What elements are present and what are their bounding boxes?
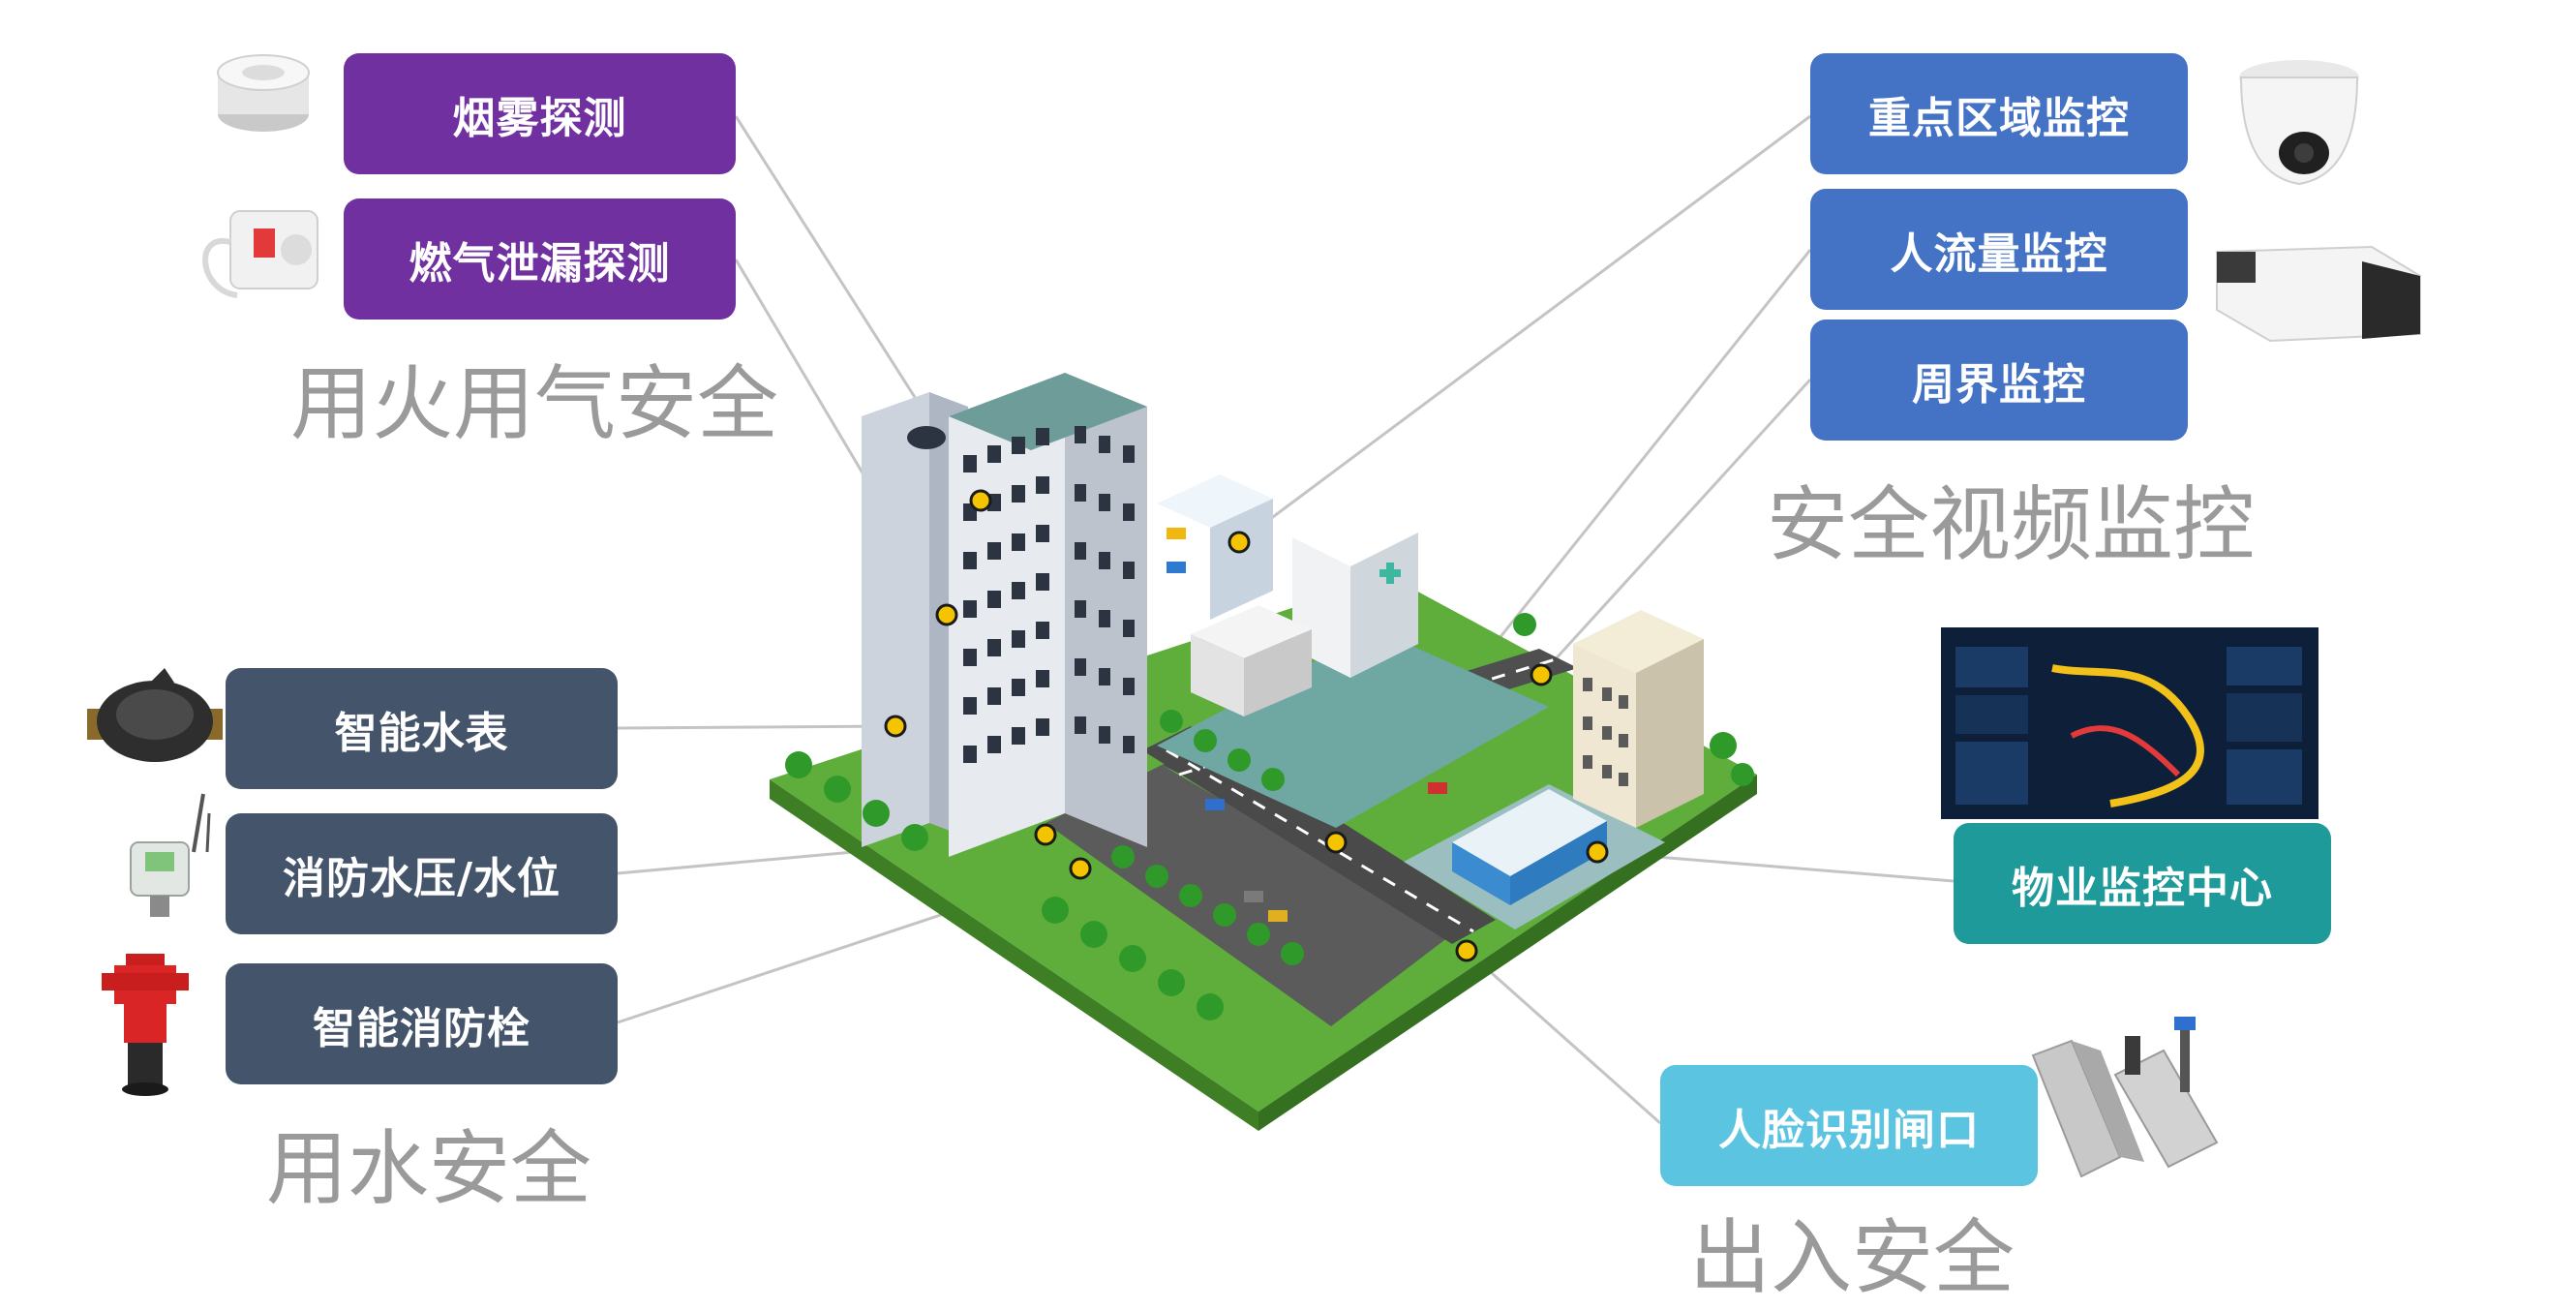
category-title-fire-gas: 用火用气安全 <box>290 356 779 451</box>
sensor-marker <box>1227 531 1251 554</box>
plaza <box>1157 629 1549 828</box>
label-smart-water-meter: 智能水表 <box>226 668 618 789</box>
sensor-marker <box>1530 663 1553 686</box>
sensor-marker <box>1069 857 1092 880</box>
label-fire-water-pressure: 消防水压/水位 <box>226 813 618 934</box>
pressure-gauge-icon <box>130 793 211 917</box>
connector-line <box>1539 378 1812 677</box>
sensor-marker <box>1324 831 1348 854</box>
sensor-marker <box>969 489 992 512</box>
monitor-dashboard-icon <box>1941 627 2318 819</box>
label-key-area-monitoring: 重点区域监控 <box>1810 53 2188 174</box>
connector-line <box>1238 114 1811 544</box>
water-meter-icon <box>87 668 223 762</box>
sensor-marker <box>1034 823 1057 846</box>
category-title-video: 安全视频监控 <box>1767 477 2256 572</box>
label-people-flow-monitoring: 人流量监控 <box>1810 189 2188 310</box>
label-smart-fire-hydrant: 智能消防栓 <box>226 963 618 1084</box>
connector-line <box>617 724 896 730</box>
dome-camera-icon <box>2239 60 2359 186</box>
sensor-marker <box>1455 939 1478 962</box>
category-title-water: 用水安全 <box>266 1121 592 1216</box>
turnstile-gate-icon <box>2031 1017 2219 1178</box>
sensor-marker <box>884 715 907 738</box>
fire-hydrant-icon <box>102 954 189 1096</box>
label-perimeter-monitoring: 周界监控 <box>1810 320 2188 441</box>
sensor-marker <box>1586 840 1609 864</box>
gas-detector-icon <box>202 210 318 298</box>
connector-line <box>1466 949 1661 1125</box>
label-smoke-detection: 烟雾探测 <box>344 53 736 174</box>
label-gas-leak-detection: 燃气泄漏探测 <box>344 198 736 320</box>
category-title-access: 出入安全 <box>1689 1210 2015 1305</box>
smoke-detector-icon <box>217 54 310 132</box>
label-property-monitoring-center: 物业监控中心 <box>1954 823 2331 944</box>
sensor-marker <box>935 603 958 626</box>
label-face-recognition-gate: 人脸识别闸口 <box>1660 1065 2038 1186</box>
bullet-camera-icon <box>2216 245 2421 343</box>
